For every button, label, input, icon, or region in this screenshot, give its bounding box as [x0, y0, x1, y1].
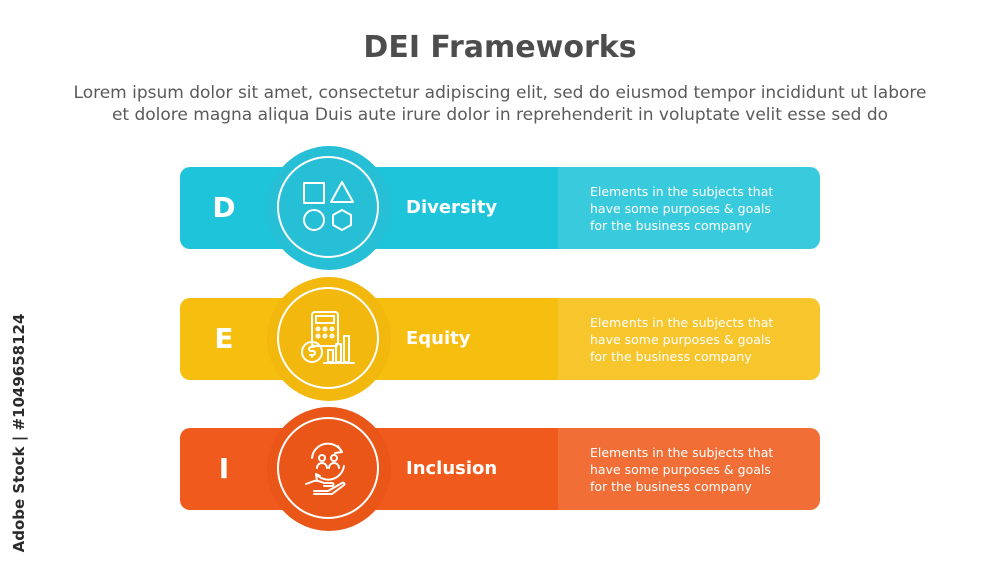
page-subtitle: Lorem ipsum dolor sit amet, consectetur …	[40, 82, 960, 126]
row-name: Inclusion	[406, 458, 498, 479]
row-name: Equity	[406, 328, 471, 349]
desc-line: Elements in the subjects that	[590, 315, 774, 330]
row-name: Diversity	[406, 197, 498, 218]
framework-row-equity: E Equity Elements in the subjects that h…	[180, 277, 820, 401]
row-description: Elements in the subjects that have some …	[590, 183, 800, 234]
desc-line: Elements in the subjects that	[590, 184, 774, 199]
framework-row-inclusion: I Inclusion Elements in the subjects tha…	[180, 407, 820, 531]
shapes-icon	[303, 181, 354, 231]
framework-row-diversity: D Diversity Elements in the subjects tha…	[180, 146, 820, 270]
row-letter: E	[214, 322, 234, 355]
subtitle-line-1: Lorem ipsum dolor sit amet, consectetur …	[73, 83, 927, 103]
icon-circle-ring	[277, 287, 379, 389]
desc-line: have some purposes & goals	[590, 462, 771, 477]
icon-circle-ring	[277, 156, 379, 258]
desc-line: for the business company	[590, 349, 752, 364]
watermark-text: Adobe Stock | #1049658124	[10, 313, 28, 553]
desc-line: for the business company	[590, 218, 752, 233]
subtitle-line-2: et dolore magna aliqua Duis aute irure d…	[111, 105, 889, 125]
desc-line: have some purposes & goals	[590, 332, 771, 347]
desc-line: have some purposes & goals	[590, 201, 771, 216]
people-hand-icon	[305, 442, 346, 495]
row-letter: D	[212, 191, 236, 224]
finance-calculator-icon	[301, 311, 355, 364]
row-description: Elements in the subjects that have some …	[590, 444, 800, 495]
row-description: Elements in the subjects that have some …	[590, 314, 800, 365]
desc-line: for the business company	[590, 479, 752, 494]
desc-line: Elements in the subjects that	[590, 445, 774, 460]
page-title: DEI Frameworks	[363, 30, 637, 65]
icon-circle-ring	[277, 417, 379, 519]
stock-watermark: Adobe Stock | #1049658124	[8, 314, 30, 553]
row-letter: I	[218, 452, 230, 485]
